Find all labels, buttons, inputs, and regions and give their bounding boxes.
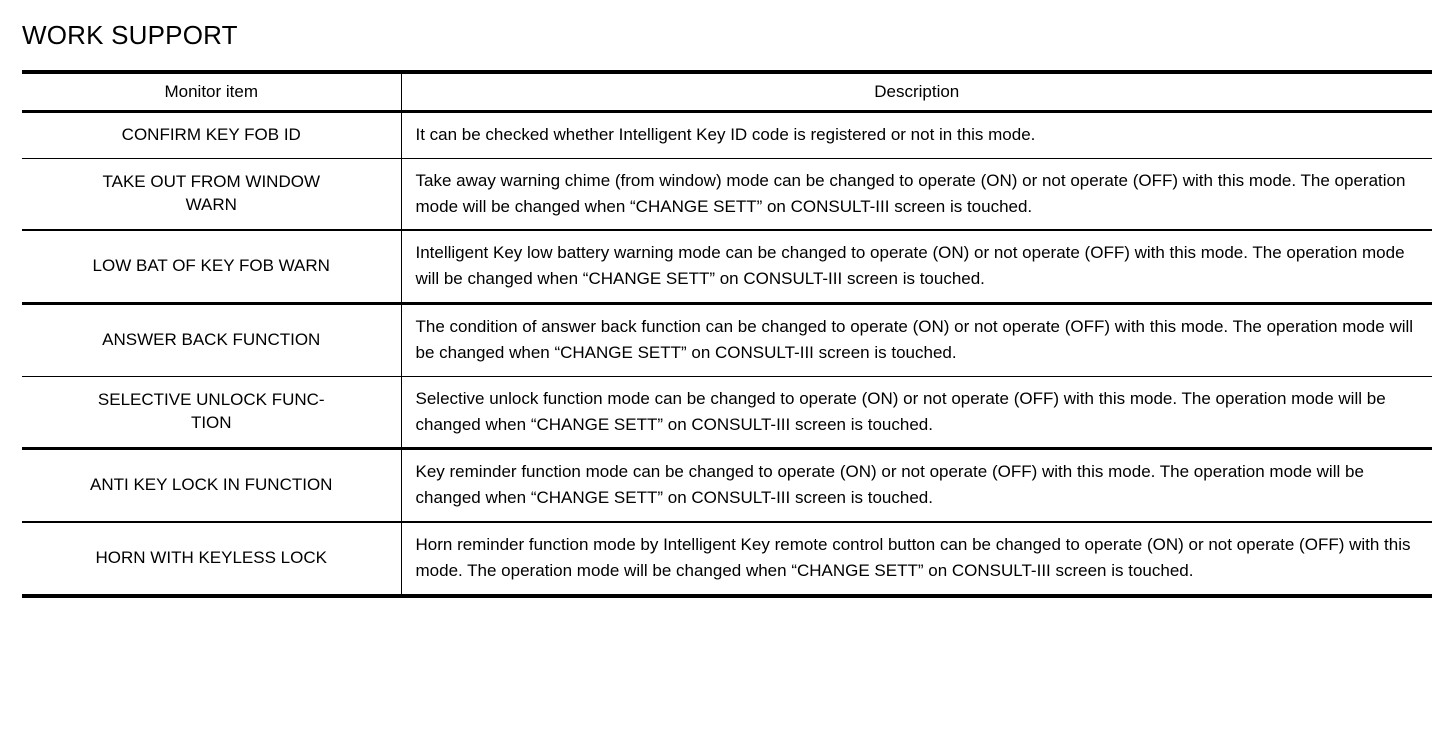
table-row: HORN WITH KEYLESS LOCK Horn reminder func… bbox=[22, 522, 1432, 598]
monitor-item-line: CONFIRM KEY FOB ID bbox=[121, 124, 301, 144]
monitor-item-line: LOW BAT OF KEY FOB WARN bbox=[92, 256, 330, 275]
cell-description: Horn reminder function mode by Intellige… bbox=[401, 522, 1432, 598]
cell-monitor-item: ANTI KEY LOCK IN FUNCTION bbox=[22, 448, 402, 524]
work-support-table: Monitor item Description CONFIRM KEY FOB… bbox=[22, 70, 1432, 598]
table-header-row: Monitor item Description bbox=[22, 70, 1432, 113]
cell-monitor-item: CONFIRM KEY FOB ID bbox=[22, 111, 402, 159]
table-row: ANTI KEY LOCK IN FUNCTION Key reminder fu… bbox=[22, 448, 1432, 524]
cell-description: Take away warning chime (from window) mo… bbox=[401, 158, 1432, 232]
table-body: CONFIRM KEY FOB ID It can be checked whet… bbox=[22, 111, 1432, 598]
table-row: LOW BAT OF KEY FOB WARN Intelligent Key l… bbox=[22, 230, 1432, 306]
cell-description: Key reminder function mode can be change… bbox=[401, 448, 1432, 524]
cell-monitor-item: ANSWER BACK FUNCTION bbox=[22, 303, 402, 377]
table-row: ANSWER BACK FUNCTION The condition of ans… bbox=[22, 303, 1432, 377]
column-header-description: Description bbox=[401, 70, 1432, 113]
page-title: WORK SUPPORT bbox=[22, 20, 238, 51]
cell-description: Selective unlock function mode can be ch… bbox=[401, 376, 1432, 451]
monitor-item-line: ANSWER BACK FUNCTION bbox=[102, 329, 321, 349]
monitor-item-line: TAKE OUT FROM WINDOW bbox=[102, 172, 321, 192]
monitor-item-line: TION bbox=[190, 412, 232, 432]
column-header-monitor-item: Monitor item bbox=[22, 70, 402, 113]
monitor-item-line: ANTI KEY LOCK IN FUNCTION bbox=[90, 474, 333, 494]
cell-monitor-item: HORN WITH KEYLESS LOCK bbox=[22, 522, 402, 598]
cell-monitor-item: LOW BAT OF KEY FOB WARN bbox=[22, 230, 402, 306]
cell-description: Intelligent Key low battery warning mode… bbox=[401, 230, 1432, 306]
monitor-item-line: SELECTIVE UNLOCK FUNC- bbox=[97, 390, 325, 410]
table-row: CONFIRM KEY FOB ID It can be checked whet… bbox=[22, 111, 1432, 159]
monitor-item-line: WARN bbox=[185, 194, 237, 214]
cell-monitor-item: SELECTIVE UNLOCK FUNC-TION bbox=[22, 376, 402, 451]
monitor-item-line: HORN WITH KEYLESS LOCK bbox=[95, 547, 327, 567]
cell-description: It can be checked whether Intelligent Ke… bbox=[401, 111, 1432, 159]
table-header: Monitor item Description bbox=[22, 70, 1432, 113]
cell-description: The condition of answer back function ca… bbox=[401, 303, 1432, 377]
